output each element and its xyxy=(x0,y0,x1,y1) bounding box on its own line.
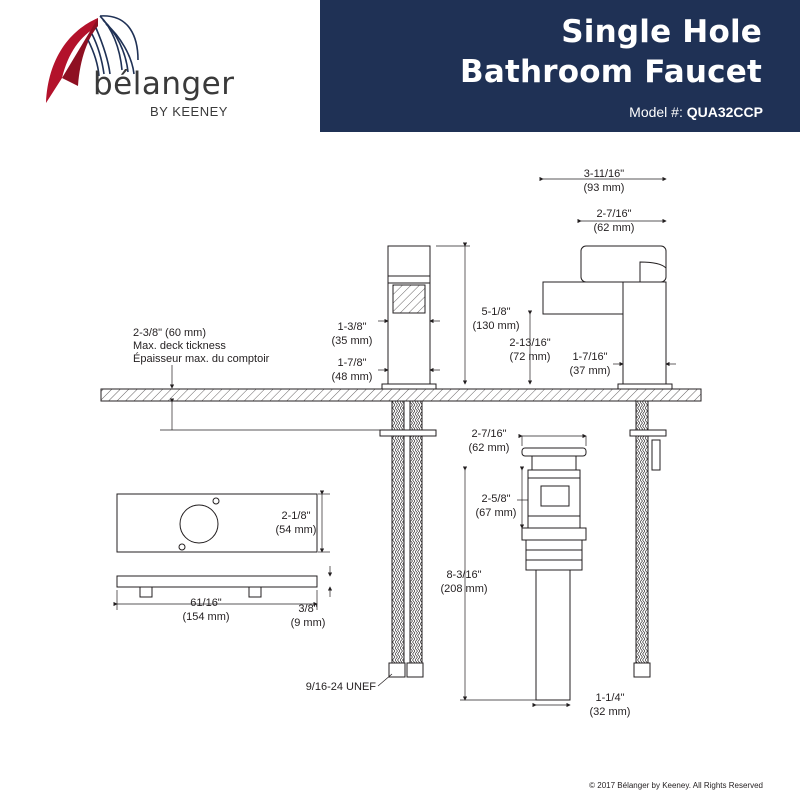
dim-93mm: (93 mm) xyxy=(584,182,625,194)
dim-54mm: (54 mm) xyxy=(276,524,317,536)
copyright-notice: © 2017 Bélanger by Keeney. All Rights Re… xyxy=(589,781,763,790)
dim-3-11-16: 3-11/16" xyxy=(584,168,624,180)
deck-plate-side-view xyxy=(116,575,318,598)
model-value: QUA32CCP xyxy=(686,104,763,120)
belanger-logo-mark xyxy=(46,15,139,103)
dim-2-7-16-b: 2-7/16" xyxy=(471,428,506,440)
dim-8-3-16: 8-3/16" xyxy=(446,569,481,581)
dim-32mm: (32 mm) xyxy=(590,706,631,718)
faucet-front-view xyxy=(379,245,437,678)
drain-assembly xyxy=(521,447,587,701)
deck-thickness-value: 2-3/8" (60 mm) xyxy=(133,327,206,339)
dim-2-1-8: 2-1/8" xyxy=(282,510,311,522)
countertop-hatch xyxy=(100,388,702,402)
faucet-side-view xyxy=(542,245,673,678)
brand-subtitle: BY KEENEY xyxy=(150,104,228,119)
dim-3-8: 3/8" xyxy=(298,603,317,615)
dim-130mm: (130 mm) xyxy=(472,320,519,332)
dim-1-7-16: 1-7/16" xyxy=(572,351,607,363)
header-banner: Single Hole Bathroom Faucet Model #: QUA… xyxy=(320,0,800,132)
dim-61-16: 61/16" xyxy=(190,597,222,609)
model-label: Model #: xyxy=(629,104,683,120)
dim-1-1-4: 1-1/4" xyxy=(596,692,625,704)
deck-plate-top-view xyxy=(116,493,318,553)
thread-spec: 9/16-24 UNEF xyxy=(306,681,377,693)
dim-1-7-8: 1-7/8" xyxy=(338,357,367,369)
brand-name: bélanger xyxy=(93,66,235,102)
dim-48mm: (48 mm) xyxy=(332,371,373,383)
deck-thickness-label-fr: Épaisseur max. du comptoir xyxy=(133,352,270,365)
page-title-line-2: Bathroom Faucet xyxy=(460,54,762,90)
dim-2-7-16-a: 2-7/16" xyxy=(596,208,631,220)
dim-35mm: (35 mm) xyxy=(332,335,373,347)
dim-37mm: (37 mm) xyxy=(570,365,611,377)
deck-thickness-label-en: Max. deck tickness xyxy=(133,340,226,352)
dim-72mm: (72 mm) xyxy=(510,351,551,363)
dim-2-13-16: 2-13/16" xyxy=(509,337,550,349)
dim-67mm: (67 mm) xyxy=(476,507,517,519)
page-title-line-1: Single Hole xyxy=(561,14,762,50)
dim-154mm: (154 mm) xyxy=(182,611,229,623)
dim-5-1-8: 5-1/8" xyxy=(482,306,511,318)
dimension-lines xyxy=(113,176,676,708)
dim-9mm: (9 mm) xyxy=(291,617,326,629)
dim-62mm-b: (62 mm) xyxy=(469,442,510,454)
dim-62mm-a: (62 mm) xyxy=(594,222,635,234)
dim-208mm: (208 mm) xyxy=(440,583,487,595)
dim-1-3-8: 1-3/8" xyxy=(338,321,367,333)
dim-2-5-8: 2-5/8" xyxy=(482,493,511,505)
model-number: Model #: QUA32CCP xyxy=(629,104,763,120)
